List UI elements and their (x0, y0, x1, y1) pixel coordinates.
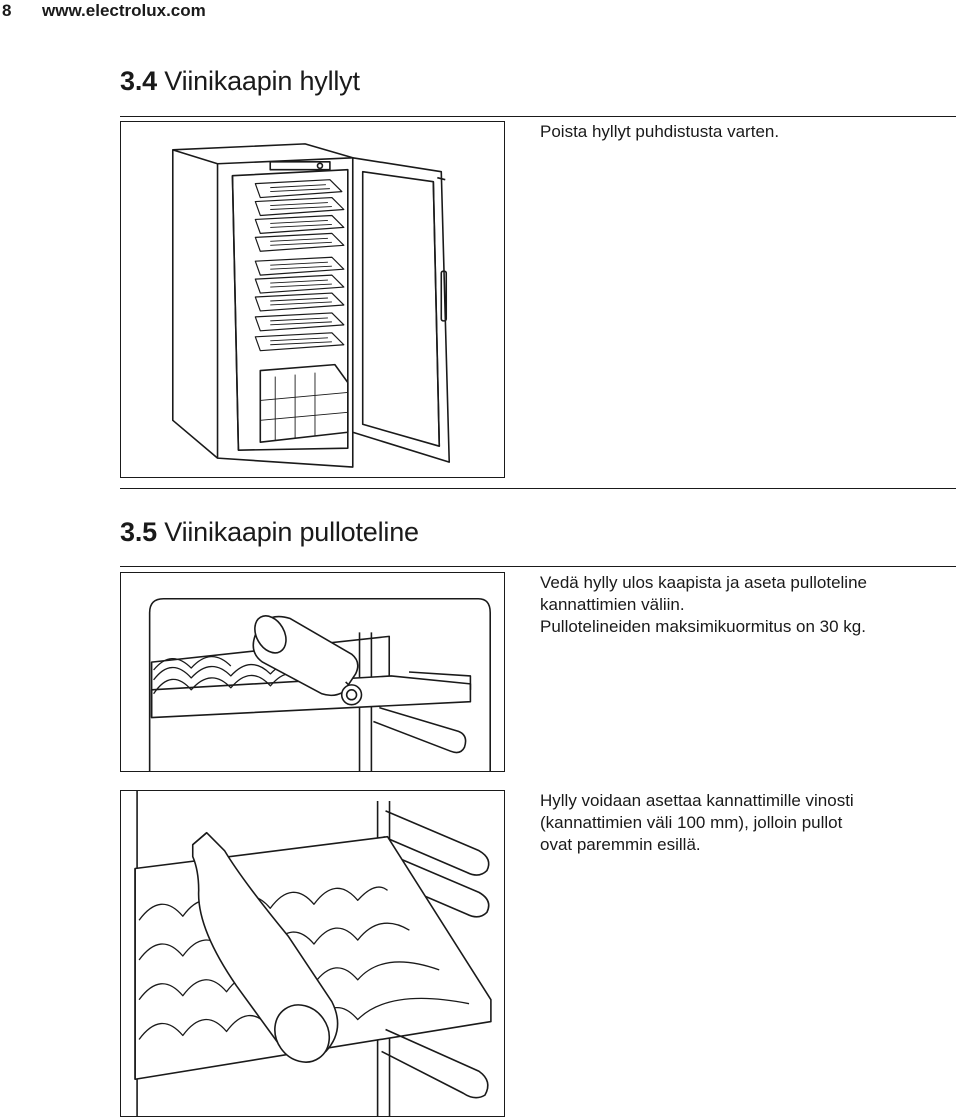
section-number: 3.4 (120, 66, 157, 96)
wine-cabinet-drawing (171, 143, 451, 468)
paragraph-line: Pullotelineiden maksimikuormitus on 30 k… (540, 617, 866, 636)
section-title-text: Viinikaapin hyllyt (164, 66, 360, 96)
paragraph-line: Vedä hylly ulos kaapista ja aseta pullot… (540, 573, 867, 592)
bottle-rack-drawing (148, 597, 491, 771)
paragraph-line: ovat paremmin esillä. (540, 835, 701, 854)
section-3-4-text: Poista hyllyt puhdistusta varten. (540, 121, 950, 143)
bottle-rack-illustration (120, 572, 505, 772)
wine-cabinet-illustration (120, 121, 505, 478)
section-rule-top (120, 116, 956, 117)
tilted-rack-drawing (134, 791, 492, 1116)
page-header: 8 www.electrolux.com (0, 0, 960, 26)
paragraph-line: kannattimien väliin. (540, 595, 685, 614)
section-title-3-4: 3.4 Viinikaapin hyllyt (120, 66, 360, 97)
section-3-5-text-1: Vedä hylly ulos kaapista ja aseta pullot… (540, 572, 950, 638)
paragraph: Poista hyllyt puhdistusta varten. (540, 122, 780, 141)
section-3-5-text-2: Hylly voidaan asettaa kannattimille vino… (540, 790, 950, 856)
page-number: 8 (2, 1, 12, 20)
section-title-text: Viinikaapin pulloteline (164, 517, 419, 547)
section-rule-35 (120, 566, 956, 567)
site-url[interactable]: www.electrolux.com (42, 1, 206, 20)
paragraph-line: (kannattimien väli 100 mm), jolloin pull… (540, 813, 843, 832)
paragraph-line: Hylly voidaan asettaa kannattimille vino… (540, 791, 854, 810)
section-number: 3.5 (120, 517, 157, 547)
section-title-3-5: 3.5 Viinikaapin pulloteline (120, 517, 419, 548)
tilted-rack-illustration (120, 790, 505, 1117)
section-rule-mid (120, 488, 956, 489)
